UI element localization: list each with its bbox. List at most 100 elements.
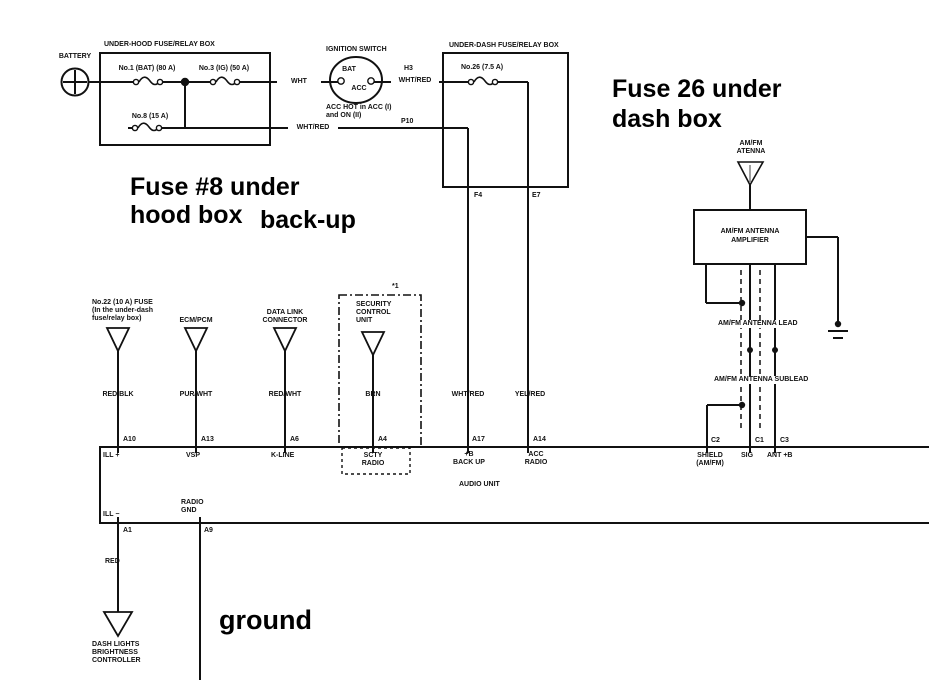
annotation-fuse8-line2: hood box <box>130 201 243 229</box>
terminal-h3: H3 <box>404 65 413 72</box>
terminal-shield-line1: SHIELD <box>697 452 723 459</box>
ignition-switch-title: IGNITION SWITCH <box>326 46 387 53</box>
amplifier-label-line2: AMPLIFIER <box>731 237 769 244</box>
annotation-fuse26-line2: dash box <box>612 105 722 133</box>
antenna-label-line1: AM/FM <box>739 140 763 147</box>
fuse22-connector-icon <box>105 327 131 354</box>
dlc-label-line2: CONNECTOR <box>262 317 308 324</box>
pin-a1: A1 <box>123 527 132 534</box>
terminal-acc-line1: ACC <box>528 451 544 458</box>
wire-label-whtred-backup: WHT/RED <box>288 124 338 133</box>
terminal-k-line: K-LINE <box>271 452 295 459</box>
ignition-note-line1: ACC HOT in ACC (I) <box>326 104 392 111</box>
battery-symbol <box>60 67 90 97</box>
antenna-junction-dots <box>738 299 778 409</box>
ignition-note-line2: and ON (II) <box>326 112 362 119</box>
pin-a13: A13 <box>201 436 214 443</box>
terminal-backup-line1: +B <box>464 451 474 458</box>
ignition-switch-symbol <box>329 56 383 104</box>
underhood-box-title: UNDER-HOOD FUSE/RELAY BOX <box>104 41 215 48</box>
connector-triangles <box>105 327 386 358</box>
terminal-scty-line1: SCTY <box>363 452 383 459</box>
wire-label-red: RED <box>105 558 120 565</box>
fuse-symbols <box>131 76 499 132</box>
antenna-wires <box>705 185 839 453</box>
pin-a9: A9 <box>204 527 213 534</box>
dash-lights-label-line1: DASH LIGHTS <box>92 641 140 648</box>
pin-a4: A4 <box>378 436 387 443</box>
dash-lights-connector-icon <box>102 611 134 638</box>
security-unit-label-line1: SECURITY <box>356 301 392 308</box>
fuse22-label-line1: No.22 (10 A) FUSE <box>92 299 153 306</box>
security-unit-label-line3: UNIT <box>356 317 373 324</box>
pin-a14: A14 <box>533 436 546 443</box>
antenna-lead-label: AM/FM ANTENNA LEAD <box>716 320 800 329</box>
wire-label-wht: WHT <box>277 78 321 87</box>
underdash-box-title: UNDER-DASH FUSE/RELAY BOX <box>449 42 559 49</box>
fuse1-label: No.1 (BAT) (80 A) <box>118 65 176 72</box>
ground-icon <box>828 320 848 339</box>
terminal-vsp: VSP <box>186 452 201 459</box>
antenna-label-line2: ATENNA <box>736 148 766 155</box>
fuse26-label: No.26 (7.5 A) <box>461 64 504 71</box>
terminal-ant-b: ANT +B <box>767 452 793 459</box>
antenna-sublead-label: AM/FM ANTENNA SUBLEAD <box>712 376 811 385</box>
wire-label-brn: BRN <box>365 391 381 398</box>
terminal-shield-line2: (AM/FM) <box>696 460 724 467</box>
amplifier-label-line1: AM/FM ANTENNA <box>720 228 780 235</box>
pin-a10: A10 <box>123 436 136 443</box>
terminal-sig: SIG <box>741 452 754 459</box>
annotation-backup: back-up <box>260 206 356 234</box>
security-unit-label-line2: CONTROL <box>356 309 391 316</box>
terminal-e7: E7 <box>532 192 541 199</box>
annotation-ground: ground <box>219 605 312 635</box>
wire-label-redblk: RED/BLK <box>102 391 134 398</box>
battery-label: BATTERY <box>58 53 92 60</box>
pin-c1: C1 <box>755 437 764 444</box>
audio-unit-box <box>99 446 929 524</box>
terminal-backup-line2: BACK UP <box>453 459 485 466</box>
terminal-scty-line2: RADIO <box>361 460 385 467</box>
pin-a17: A17 <box>472 436 485 443</box>
terminal-ill-minus: ILL − <box>103 511 120 518</box>
dash-lights-label-line3: CONTROLLER <box>92 657 141 664</box>
ignition-acc-label: ACC <box>351 85 367 92</box>
scty-radio-dashed-box <box>341 447 411 475</box>
left-column-wires <box>117 351 374 453</box>
wire-label-whtred-b: WHT/RED <box>451 391 485 398</box>
security-connector-icon <box>360 331 386 358</box>
annotation-fuse26-line1: Fuse 26 under <box>612 75 782 103</box>
security-unit-dashed-box <box>338 294 422 448</box>
audio-unit-title: AUDIO UNIT <box>459 481 500 488</box>
ignition-bat-label: BAT <box>342 66 356 73</box>
wire-label-yelred: YEL/RED <box>514 391 546 398</box>
bottom-wires <box>117 517 201 680</box>
terminal-ill-plus: ILL + <box>103 452 120 459</box>
security-unit-footnote: *1 <box>392 283 399 290</box>
underhood-fuse-box <box>99 52 271 146</box>
ecm-pcm-label: ECM/PCM <box>179 317 213 324</box>
junction-dot <box>180 77 190 87</box>
fuse22-label-line3: fuse/relay box) <box>92 315 142 322</box>
underdash-fuse-box <box>442 52 569 188</box>
dlc-label-line1: DATA LINK <box>266 309 304 316</box>
pin-c2: C2 <box>711 437 720 444</box>
pin-c3: C3 <box>780 437 789 444</box>
annotation-fuse8-line1: Fuse #8 under <box>130 173 300 201</box>
fuse22-label-line2: (In the under-dash <box>92 307 154 314</box>
terminal-p10: P10 <box>401 118 414 125</box>
antenna-icon <box>736 161 765 187</box>
pin-a6: A6 <box>290 436 299 443</box>
terminal-radio-gnd-line1: RADIO <box>181 499 204 506</box>
dash-lights-label-line2: BRIGHTNESS <box>92 649 138 656</box>
fuse8-label: No.8 (15 A) <box>131 113 169 120</box>
ecm-connector-icon <box>183 327 209 354</box>
wire-label-whtred-ignition: WHT/RED <box>391 77 439 86</box>
wire-label-purwht: PUR/WHT <box>179 391 213 398</box>
terminal-radio-gnd-line2: GND <box>181 507 197 514</box>
terminal-f4: F4 <box>474 192 483 199</box>
terminal-acc-line2: RADIO <box>524 459 548 466</box>
fuse3-label: No.3 (IG) (50 A) <box>198 65 250 72</box>
